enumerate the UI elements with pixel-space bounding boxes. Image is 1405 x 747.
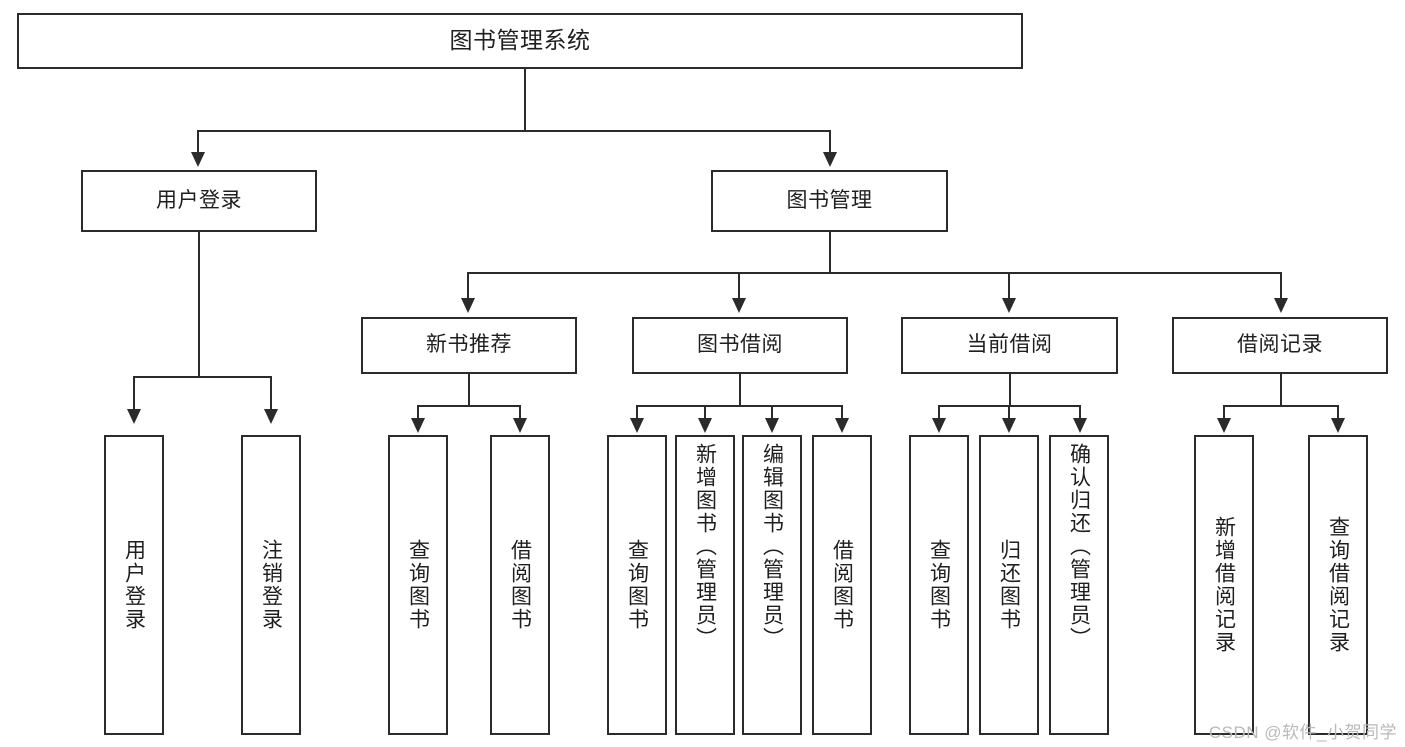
node-label: 借阅图书 xyxy=(508,539,532,631)
node-label: 新增借阅记录 xyxy=(1212,516,1236,654)
leaf-query-book-borrow[interactable]: 查询图书 xyxy=(607,435,667,735)
arrowhead-level3-3 xyxy=(1002,298,1016,313)
connector-borrow-record-drop-2 xyxy=(1337,405,1339,427)
connector-level3-drop-3 xyxy=(1008,272,1010,300)
node-book-management[interactable]: 图书管理 xyxy=(711,170,948,232)
node-label: 当前借阅 xyxy=(966,333,1053,357)
connector-book-mgmt-stem xyxy=(829,232,831,273)
connector-user-login-drop-1 xyxy=(133,376,135,411)
node-current-borrow[interactable]: 当前借阅 xyxy=(901,317,1118,374)
node-user-login[interactable]: 用户登录 xyxy=(81,170,317,232)
node-label: 新增图书（管理员） xyxy=(693,443,717,650)
connector-current-borrow-drop-2 xyxy=(1008,405,1010,427)
connector-root-stem xyxy=(524,69,526,131)
leaf-query-borrow-record[interactable]: 查询借阅记录 xyxy=(1308,435,1368,735)
connector-level2-drop-2 xyxy=(829,130,831,155)
node-label: 借阅图书 xyxy=(830,539,854,631)
connector-level2-drop-1 xyxy=(197,130,199,155)
connector-level3-bus xyxy=(468,272,1281,274)
connector-level3-drop-2 xyxy=(738,272,740,300)
connector-book-borrow-drop-2 xyxy=(704,405,706,427)
arrowhead-current-borrow-1 xyxy=(932,418,946,433)
connector-user-login-bus xyxy=(134,376,271,378)
leaf-query-book-current[interactable]: 查询图书 xyxy=(909,435,969,735)
leaf-confirm-return-admin[interactable]: 确认归还（管理员） xyxy=(1049,435,1109,735)
connector-book-borrow-drop-1 xyxy=(636,405,638,427)
connector-borrow-record-stem xyxy=(1280,374,1282,406)
arrowhead-book-borrow-1 xyxy=(630,418,644,433)
arrowhead-level3-1 xyxy=(461,298,475,313)
node-label: 编辑图书（管理员） xyxy=(760,443,784,650)
node-label: 用户登录 xyxy=(122,539,146,631)
node-label: 查询图书 xyxy=(406,539,430,631)
node-label: 用户登录 xyxy=(156,188,242,212)
node-label: 新书推荐 xyxy=(426,333,512,357)
watermark: CSDN @软件_小贺同学 xyxy=(1208,723,1397,742)
leaf-add-book-admin[interactable]: 新增图书（管理员） xyxy=(675,435,735,735)
connector-new-book-drop-1 xyxy=(417,405,419,427)
node-label: 图书借阅 xyxy=(697,333,783,357)
connector-level3-drop-1 xyxy=(467,272,469,300)
connector-book-borrow-drop-3 xyxy=(771,405,773,427)
node-root-system[interactable]: 图书管理系统 xyxy=(17,13,1023,69)
node-label: 查询图书 xyxy=(927,539,951,631)
arrowhead-current-borrow-3 xyxy=(1073,418,1087,433)
leaf-borrow-book-newbook[interactable]: 借阅图书 xyxy=(490,435,550,735)
connector-borrow-record-drop-1 xyxy=(1223,405,1225,427)
arrowhead-user-login-2 xyxy=(264,409,278,424)
connector-current-borrow-bus xyxy=(939,405,1081,407)
connector-level2-bus xyxy=(198,130,831,132)
connector-current-borrow-stem xyxy=(1009,374,1011,406)
arrowhead-level2-2 xyxy=(823,152,837,167)
node-label: 确认归还（管理员） xyxy=(1067,443,1091,650)
arrowhead-current-borrow-2 xyxy=(1002,418,1016,433)
arrowhead-level2-1 xyxy=(191,152,205,167)
node-label: 图书管理系统 xyxy=(449,27,591,54)
node-label: 图书管理 xyxy=(786,188,873,212)
node-borrow-record[interactable]: 借阅记录 xyxy=(1172,317,1388,374)
node-label: 查询借阅记录 xyxy=(1326,516,1350,654)
leaf-borrow-book[interactable]: 借阅图书 xyxy=(812,435,872,735)
arrowhead-borrow-record-1 xyxy=(1217,418,1231,433)
arrowhead-new-book-1 xyxy=(411,418,425,433)
connector-borrow-record-bus xyxy=(1224,405,1338,407)
arrowhead-book-borrow-2 xyxy=(698,418,712,433)
node-label: 归还图书 xyxy=(997,539,1021,631)
leaf-edit-book-admin[interactable]: 编辑图书（管理员） xyxy=(742,435,802,735)
connector-new-book-bus xyxy=(418,405,520,407)
leaf-user-login[interactable]: 用户登录 xyxy=(104,435,164,735)
node-new-book-recommend[interactable]: 新书推荐 xyxy=(361,317,577,374)
node-label: 借阅记录 xyxy=(1237,333,1323,357)
connector-user-login-stem xyxy=(198,232,200,377)
connector-level3-drop-4 xyxy=(1280,272,1282,300)
connector-user-login-drop-2 xyxy=(270,376,272,411)
leaf-logout[interactable]: 注销登录 xyxy=(241,435,301,735)
arrowhead-borrow-record-2 xyxy=(1331,418,1345,433)
connector-book-borrow-bus xyxy=(637,405,843,407)
connector-current-borrow-drop-1 xyxy=(938,405,940,427)
node-label: 查询图书 xyxy=(625,539,649,631)
connector-book-borrow-drop-4 xyxy=(841,405,843,427)
connector-current-borrow-drop-3 xyxy=(1079,405,1081,427)
arrowhead-level3-2 xyxy=(732,298,746,313)
node-book-borrow[interactable]: 图书借阅 xyxy=(632,317,848,374)
arrowhead-book-borrow-3 xyxy=(765,418,779,433)
leaf-return-book[interactable]: 归还图书 xyxy=(979,435,1039,735)
arrowhead-book-borrow-4 xyxy=(835,418,849,433)
leaf-add-borrow-record[interactable]: 新增借阅记录 xyxy=(1194,435,1254,735)
connector-book-borrow-stem xyxy=(739,374,741,406)
arrowhead-user-login-1 xyxy=(127,409,141,424)
arrowhead-level3-4 xyxy=(1274,298,1288,313)
connector-new-book-stem xyxy=(468,374,470,406)
connector-new-book-drop-2 xyxy=(519,405,521,427)
node-label: 注销登录 xyxy=(259,539,283,631)
arrowhead-new-book-2 xyxy=(513,418,527,433)
leaf-query-book-newbook[interactable]: 查询图书 xyxy=(388,435,448,735)
